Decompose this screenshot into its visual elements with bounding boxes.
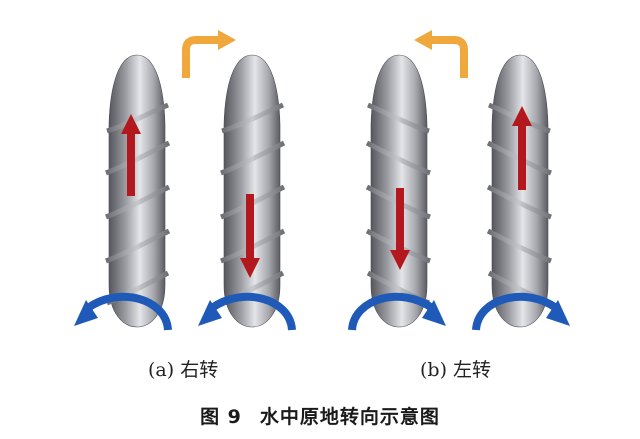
force-arrow-up-b <box>512 106 532 190</box>
robot-a-right <box>221 54 284 328</box>
figure-number: 图 9 <box>200 406 242 428</box>
force-arrow-down <box>240 194 260 278</box>
figure-title: 水中原地转向示意图 <box>259 406 440 428</box>
panel-b-label: (b) 左转 <box>420 359 492 381</box>
curved-arrow-right-icon <box>182 36 218 78</box>
panel-a <box>74 30 296 331</box>
robot-a-left <box>106 54 169 328</box>
rotation-arrow-cw <box>348 292 446 331</box>
rotation-arrow-cw-2 <box>472 292 570 331</box>
force-arrow-down-b <box>390 188 410 270</box>
figure-caption: 图 9 水中原地转向示意图 <box>0 402 640 429</box>
rotation-arrow-ccw <box>74 292 172 331</box>
robot-b-right <box>488 54 551 328</box>
force-arrow-up <box>121 114 141 196</box>
curved-arrow-left-icon <box>432 36 468 78</box>
rotation-arrow-ccw-2 <box>198 292 296 331</box>
panel-b <box>348 30 570 331</box>
panel-a-label: (a) 右转 <box>148 359 219 381</box>
